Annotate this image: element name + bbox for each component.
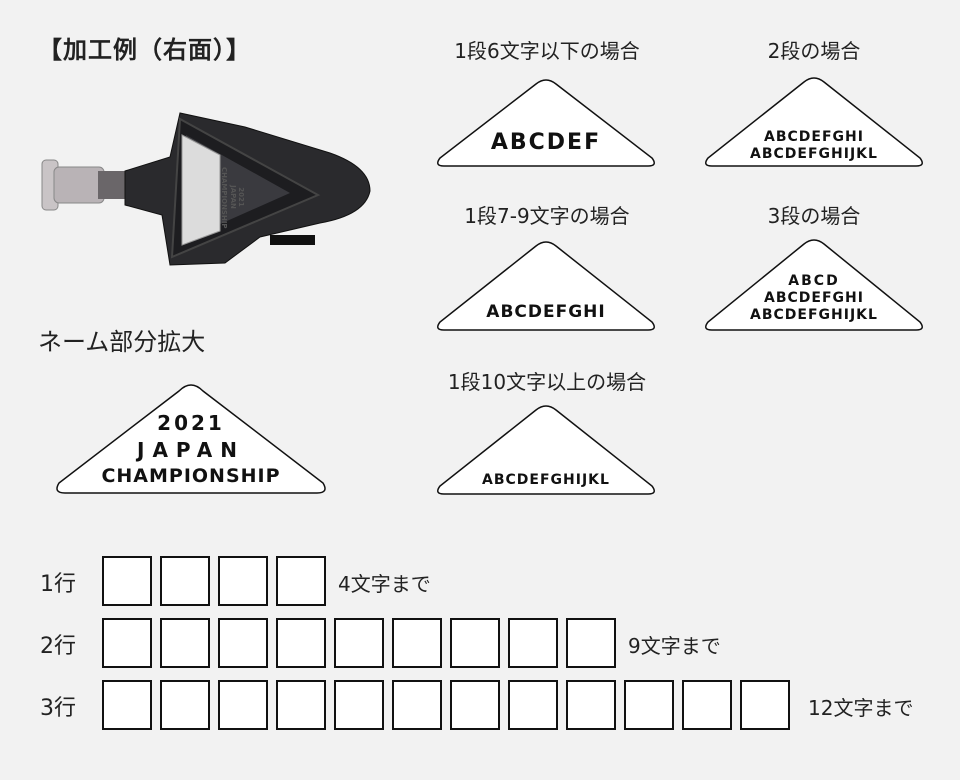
character-box: [102, 556, 152, 606]
example-stamp: ABCD ABCDEFGHI ABCDEFGHIJKL: [704, 238, 924, 332]
character-box: [276, 556, 326, 606]
zoom-stamp-line-3: CHAMPIONSHIP: [101, 465, 281, 487]
example-stamp: ABCDEFGHI ABCDEFGHIJKL: [704, 76, 924, 168]
character-box: [334, 680, 384, 730]
example-stamp-line: ABCDEFGHIJKL: [750, 146, 878, 162]
character-box: [450, 680, 500, 730]
zoom-stamp-line-1: 2021: [157, 411, 225, 435]
character-box: [392, 618, 442, 668]
example-caption: 1段6文字以下の場合: [454, 39, 640, 63]
example-stamp: ABCDEF: [436, 78, 656, 168]
character-box: [160, 618, 210, 668]
zoom-stamp-line-2: JAPAN: [137, 438, 245, 462]
example-stamp-line: ABCDEFGHI: [764, 290, 864, 306]
example-stamp-line: ABCDEF: [490, 130, 602, 155]
row-label: 1行: [40, 572, 76, 597]
zoom-label: ネーム部分拡大: [38, 328, 206, 356]
character-limit: 4文字まで: [338, 572, 431, 596]
example-stamp-line: ABCD: [788, 273, 840, 289]
character-limit: 12文字まで: [808, 696, 914, 720]
character-box: [160, 556, 210, 606]
character-box: [392, 680, 442, 730]
product-image: 2021 JAPAN CHAMPIONSHIP: [40, 105, 380, 270]
character-box: [102, 618, 152, 668]
character-box: [276, 618, 326, 668]
example-stamp: ABCDEFGHI: [436, 240, 656, 332]
character-box: [566, 680, 616, 730]
character-box: [682, 680, 732, 730]
character-box: [624, 680, 674, 730]
character-box: [740, 680, 790, 730]
character-box: [160, 680, 210, 730]
character-box: [566, 618, 616, 668]
zoom-stamp: 2021 JAPAN CHAMPIONSHIP: [55, 383, 327, 495]
row-label: 2行: [40, 634, 76, 659]
example-caption: 1段10文字以上の場合: [447, 370, 647, 394]
character-box: [276, 680, 326, 730]
example-stamp-line: ABCDEFGHIJKL: [750, 307, 878, 323]
row-label: 3行: [40, 696, 76, 721]
example-caption: 2段の場合: [767, 39, 861, 63]
example-stamp-line: ABCDEFGHI: [764, 129, 864, 145]
character-box: [450, 618, 500, 668]
example-caption: 3段の場合: [767, 204, 861, 228]
example-caption: 1段7-9文字の場合: [464, 204, 630, 228]
character-box: [218, 556, 268, 606]
character-box: [102, 680, 152, 730]
example-stamp-line: ABCDEFGHI: [486, 302, 606, 322]
character-box: [218, 618, 268, 668]
character-limit: 9文字まで: [628, 634, 721, 658]
character-box: [218, 680, 268, 730]
example-stamp-line: ABCDEFGHIJKL: [482, 472, 610, 488]
example-stamp: ABCDEFGHIJKL: [436, 404, 656, 496]
character-box: [508, 680, 558, 730]
product-plate-text: 2021 JAPAN CHAMPIONSHIP: [220, 167, 245, 229]
character-box: [334, 618, 384, 668]
character-box: [508, 618, 558, 668]
page-title: 【加工例（右面）】: [38, 36, 251, 64]
